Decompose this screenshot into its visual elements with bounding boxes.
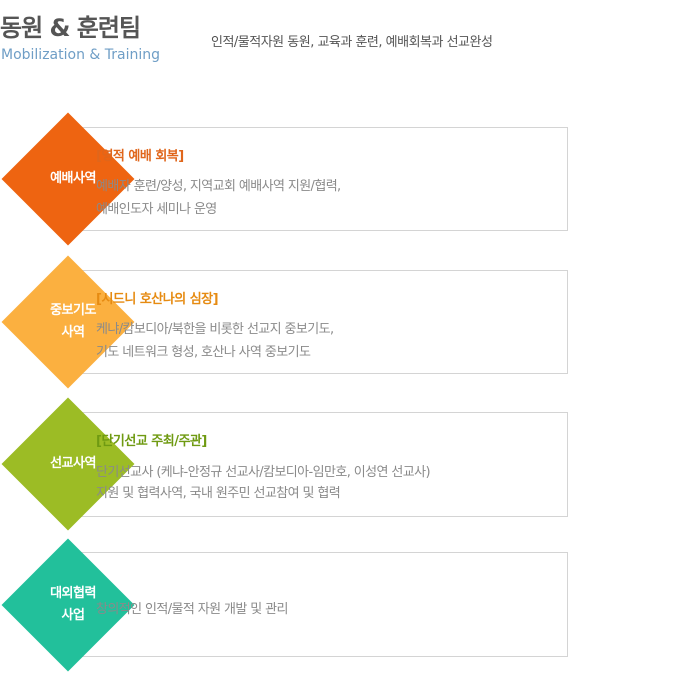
service-label-line2: 사역 [61, 325, 85, 340]
service-card [72, 270, 568, 374]
service-description-line2: 지원 및 협력사역, 국내 원주민 선교참여 및 협력 [96, 486, 341, 501]
service-description-line1: 창의적인 인적/물적 자원 개발 및 관리 [96, 602, 288, 617]
service-label: 선교사역 [13, 453, 133, 475]
service-label-line1: 선교사역 [50, 456, 96, 471]
page-title: 동원 & 훈련팀 [0, 14, 141, 42]
page-description: 인적/물적자원 동원, 교육과 훈련, 예배회복과 선교완성 [211, 35, 493, 50]
service-description-line1: 단기선교사 (케냐-안정규 선교사/캄보디아-임만호, 이성연 선교사) [96, 465, 431, 480]
service-label-line1: 중보기도 [50, 303, 96, 318]
service-partnership: 대외협력 사업 창의적인 인적/물적 자원 개발 및 관리 [0, 535, 700, 675]
service-card [72, 412, 568, 517]
service-label: 중보기도 사역 [13, 300, 133, 344]
service-label-line1: 대외협력 [50, 586, 96, 601]
service-label: 예배사역 [13, 168, 133, 190]
service-description-line1: 예배자 훈련/양성, 지역교회 예배사역 지원/협력, [96, 179, 341, 194]
service-card [72, 127, 568, 231]
service-intercession: 중보기도 사역 [시드니 호산나의 심장] 케냐/캄보디아/북한을 비롯한 선교… [0, 252, 700, 392]
service-title: [영적 예배 회복] [96, 149, 184, 164]
service-description-line1: 케냐/캄보디아/북한을 비롯한 선교지 중보기도, [96, 322, 334, 337]
service-title: [단기선교 주최/주관] [96, 434, 207, 449]
service-description-line2: 기도 네트워크 형성, 호산나 사역 중보기도 [96, 345, 311, 360]
service-label: 대외협력 사업 [13, 583, 133, 627]
service-title: [시드니 호산나의 심장] [96, 292, 219, 307]
service-card [72, 552, 568, 657]
service-worship: 예배사역 [영적 예배 회복] 예배자 훈련/양성, 지역교회 예배사역 지원/… [0, 109, 700, 249]
service-label-line1: 예배사역 [50, 171, 96, 186]
service-description-line2: 예배인도자 세미나 운영 [96, 202, 217, 217]
service-missions: 선교사역 [단기선교 주최/주관] 단기선교사 (케냐-안정규 선교사/캄보디아… [0, 395, 700, 535]
service-label-line2: 사업 [61, 608, 85, 623]
page-subtitle: Mobilization & Training [1, 47, 161, 63]
